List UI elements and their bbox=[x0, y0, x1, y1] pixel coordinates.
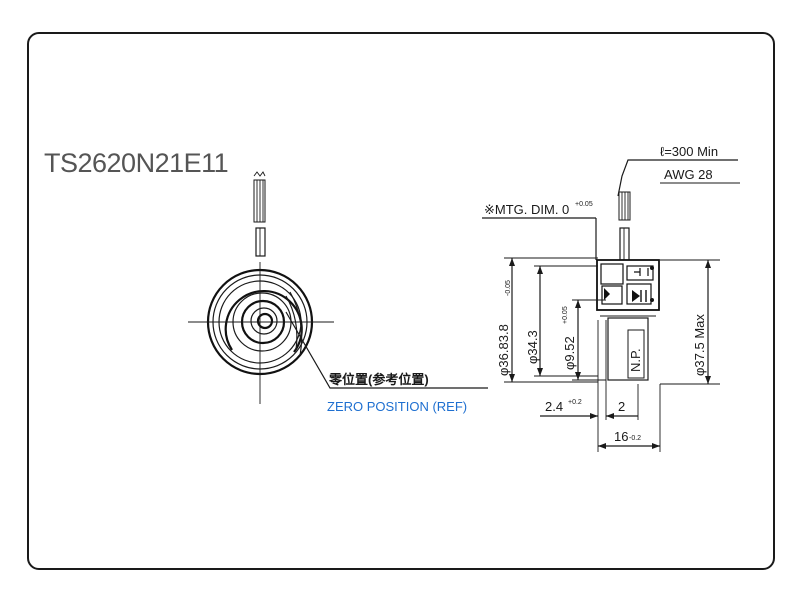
front-view bbox=[188, 171, 488, 404]
lead-wire-side bbox=[618, 191, 631, 261]
dim-gap-label: 2 bbox=[618, 399, 625, 414]
dim-bore-tol: +0.05 bbox=[562, 306, 569, 324]
model-title: TS2620N21E11 bbox=[44, 148, 228, 178]
dim-offset-tol: +0.2 bbox=[568, 399, 582, 406]
zero-position-en-label: ZERO POSITION (REF) bbox=[327, 399, 467, 414]
dim-bore-diameter: φ9.52 bbox=[562, 336, 577, 370]
mtg-dim-tol: +0.05 bbox=[575, 201, 593, 208]
lead-length-label: ℓ=300 Min bbox=[660, 144, 718, 159]
dim-outer-tol: -0.05 bbox=[505, 280, 512, 296]
lead-length-leader bbox=[617, 159, 738, 197]
lead-wire-front bbox=[253, 171, 266, 257]
dim-offset-label: 2.4 bbox=[545, 399, 563, 414]
mtg-dim-label: ※MTG. DIM. 0 bbox=[484, 202, 569, 217]
lead-gauge-label: AWG 28 bbox=[664, 167, 713, 182]
zero-position-leader bbox=[285, 311, 488, 389]
dim-max-diameter: φ37.5 Max bbox=[692, 314, 707, 376]
dim-outer-diameter: φ36.83.8 bbox=[496, 324, 511, 376]
zero-position-jp-label: 零位置(参考位置) bbox=[328, 372, 429, 387]
dim-length-label: 16 bbox=[614, 429, 628, 444]
dim-length-tol: -0.2 bbox=[629, 435, 641, 442]
side-view bbox=[482, 159, 740, 452]
dim-mid-diameter: φ34.3 bbox=[525, 330, 540, 364]
np-label: N.P. bbox=[628, 348, 643, 372]
